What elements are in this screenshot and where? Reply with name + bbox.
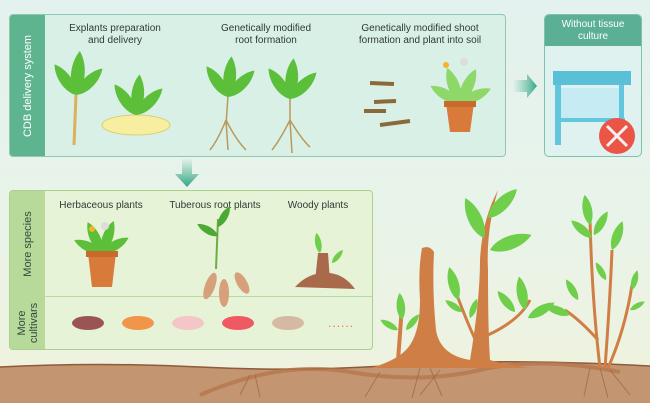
petri-dish-icon [101,114,171,136]
cultivar-tuber [272,316,304,330]
label-line: Genetically modified [220,23,312,34]
cross-icon [599,118,635,154]
label-line: root formation [235,35,297,46]
cultivar-tuber [172,316,204,330]
ellipsis: ...... [328,316,355,330]
herbaceous-label: Herbaceous plants [59,200,143,211]
cdb-side-strip: CDB delivery system [10,15,45,156]
step-explants-label: Explants preparation and delivery [69,23,161,47]
herbaceous-plant-icon [72,219,131,287]
cultivar-tuber [222,316,254,330]
without-tissue-culture-box: Without tissue culture [544,14,642,157]
step-shoot-label: Genetically modified shoot formation and… [359,23,481,47]
woody-label: Woody plants [287,200,349,211]
label-line: Explants preparation [69,23,161,34]
tuberous-plant-icon [195,204,250,307]
label-line: and delivery [88,35,142,46]
species-illustrations [72,204,355,330]
woody-plant-icon [295,232,355,289]
tuberous-label: Tuberous root plants [169,200,261,211]
soil [0,360,650,403]
cuttings-icon [364,81,411,127]
label-line: Genetically modified shoot [361,23,479,34]
applications-side-strip: More species More cultivars [10,191,45,349]
potted-plant-icon [427,58,494,132]
arrow-right [513,74,537,98]
applications-panel: More species More cultivars Herbaceous p… [9,190,373,350]
rooted-plant-icon [201,55,259,151]
rooted-plant-icon [263,57,321,154]
arrow-down [175,158,199,187]
title-line: Without tissue [561,19,625,30]
explant-plant-icon [49,50,107,146]
cultivar-tubers [72,316,304,330]
cdb-illustrations [49,50,494,154]
without-tissue-culture-title: Without tissue culture [545,15,641,46]
laminar-hood-icon [553,71,635,154]
step-root-label: Genetically modified root formation [221,23,311,47]
label-line: formation and plant into soil [358,35,482,46]
explant-plant-icon [109,73,167,120]
title-line: culture [577,31,608,42]
cdb-delivery-panel: CDB delivery system Explants preparation… [9,14,506,157]
cultivar-tuber [72,316,104,330]
cultivar-tuber [122,316,154,330]
woody-plants-illustration [370,184,647,369]
